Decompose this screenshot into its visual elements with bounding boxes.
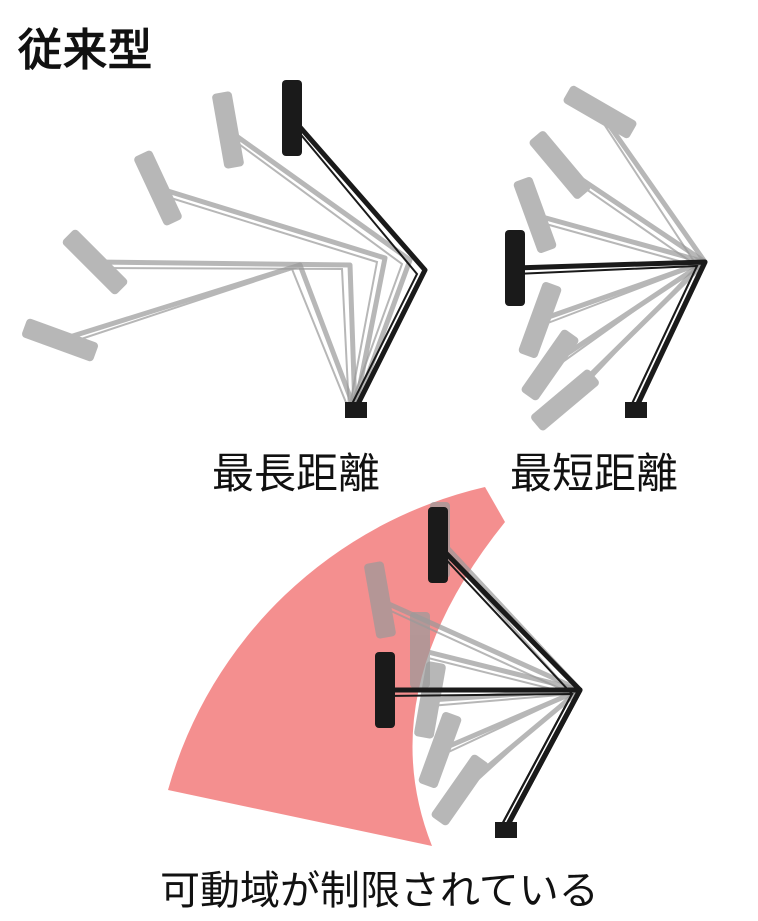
shortest-distance-diagram [505, 85, 708, 431]
arm-active [505, 230, 708, 418]
arm-active [375, 652, 583, 838]
tablet-holder [428, 507, 448, 583]
arm-rod [157, 193, 379, 411]
tablet-holder [414, 661, 446, 739]
tablet-holder [134, 150, 182, 226]
arm-segment [59, 262, 358, 411]
arm-segment [94, 259, 358, 411]
tablet-holder [375, 652, 395, 728]
tablet-holder [21, 318, 99, 362]
arm-segment [290, 116, 428, 412]
tablet-holder [563, 85, 637, 139]
tablet-holder [212, 91, 244, 169]
arm-rod [291, 123, 419, 411]
arm-active [282, 80, 428, 418]
clamp-base [495, 822, 517, 838]
clamp-base [345, 402, 367, 418]
tablet-holder [513, 176, 557, 254]
tablet-holder [518, 281, 562, 359]
tablet-holder [431, 754, 489, 826]
shortest-distance-label: 最短距離 [510, 449, 679, 498]
tablet-holder [364, 561, 396, 639]
tablet-holder [410, 612, 430, 688]
longest-distance-label: 最長距離 [212, 449, 381, 498]
arm-ghost [518, 259, 708, 418]
arm-rod [514, 264, 699, 411]
arm-rod [94, 267, 350, 411]
arm-segment [514, 259, 708, 412]
arm-rod [384, 692, 574, 831]
limited-range-diagram [364, 502, 583, 838]
clamp-base [625, 402, 647, 418]
arm-ghost [563, 85, 708, 418]
tablet-holder [62, 229, 128, 295]
limited-range-caption: 可動域が制限されている [160, 868, 599, 914]
tablet-holder [521, 329, 579, 401]
tablet-holder [529, 131, 591, 199]
tablet-holder [418, 711, 462, 789]
tablet-holder [282, 80, 302, 156]
tablet-holder [531, 369, 599, 431]
arm-rod [227, 135, 404, 411]
arm-segment [157, 185, 388, 411]
arm-segment [385, 687, 583, 832]
arm-ghost [431, 687, 583, 838]
page-title: 従来型 [18, 25, 153, 76]
arm-rod [59, 267, 350, 411]
tablet-holder [505, 230, 525, 306]
limited-range-area [168, 487, 505, 846]
longest-distance-diagram [21, 80, 428, 418]
arm-ghost [21, 262, 367, 418]
